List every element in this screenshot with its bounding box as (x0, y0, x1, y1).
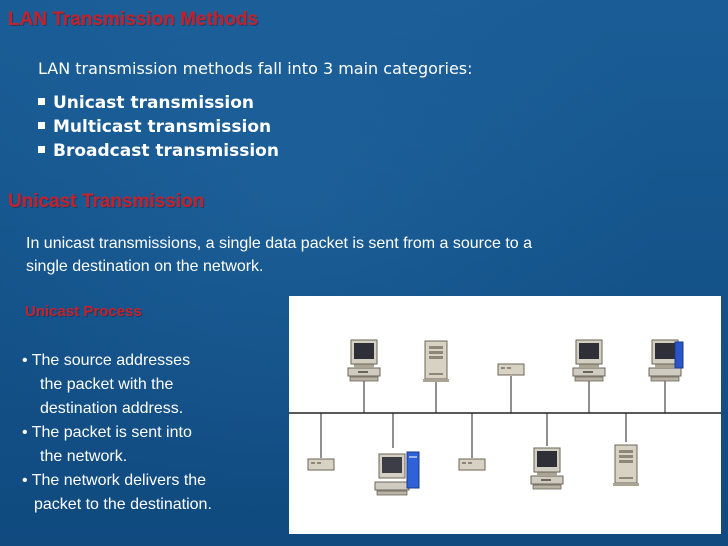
hub-icon (458, 458, 486, 471)
desktop-computer-icon (347, 339, 381, 382)
square-bullet-icon (38, 146, 45, 153)
category-list: Unicast transmission Multicast transmiss… (38, 91, 279, 163)
hub-icon (497, 363, 525, 376)
process-line: packet to the destination. (34, 496, 212, 513)
intro-text: LAN transmission methods fall into 3 mai… (38, 59, 473, 78)
desktop-computer-icon (572, 339, 606, 382)
process-line: • The source addresses (22, 352, 191, 369)
desktop-computer-blue-icon (648, 339, 684, 382)
category-item: Multicast transmission (38, 115, 279, 139)
tower-server-icon (422, 340, 450, 383)
square-bullet-icon (38, 98, 45, 105)
square-bullet-icon (38, 122, 45, 129)
tower-server-icon (612, 444, 640, 487)
process-line: • The packet is sent into (22, 424, 192, 441)
subsection-heading: Unicast Process (25, 303, 142, 320)
desktop-computer-icon (530, 447, 564, 490)
process-line: the network. (40, 448, 128, 465)
category-item: Unicast transmission (38, 91, 279, 115)
workstation-blue-icon (374, 451, 420, 496)
network-diagram (289, 296, 721, 534)
description-text: In unicast transmissions, a single data … (26, 235, 533, 275)
process-line: the packet with the (40, 376, 174, 393)
category-item: Broadcast transmission (38, 139, 279, 163)
page-title: LAN Transmission Methods (8, 9, 259, 30)
process-line: • The network delivers the (22, 472, 207, 489)
hub-icon (307, 458, 335, 471)
section-heading: Unicast Transmission (8, 191, 205, 212)
network-svg (289, 339, 721, 496)
process-line: destination address. (40, 400, 184, 417)
process-list: • The source addresses the packet with t… (22, 349, 284, 517)
